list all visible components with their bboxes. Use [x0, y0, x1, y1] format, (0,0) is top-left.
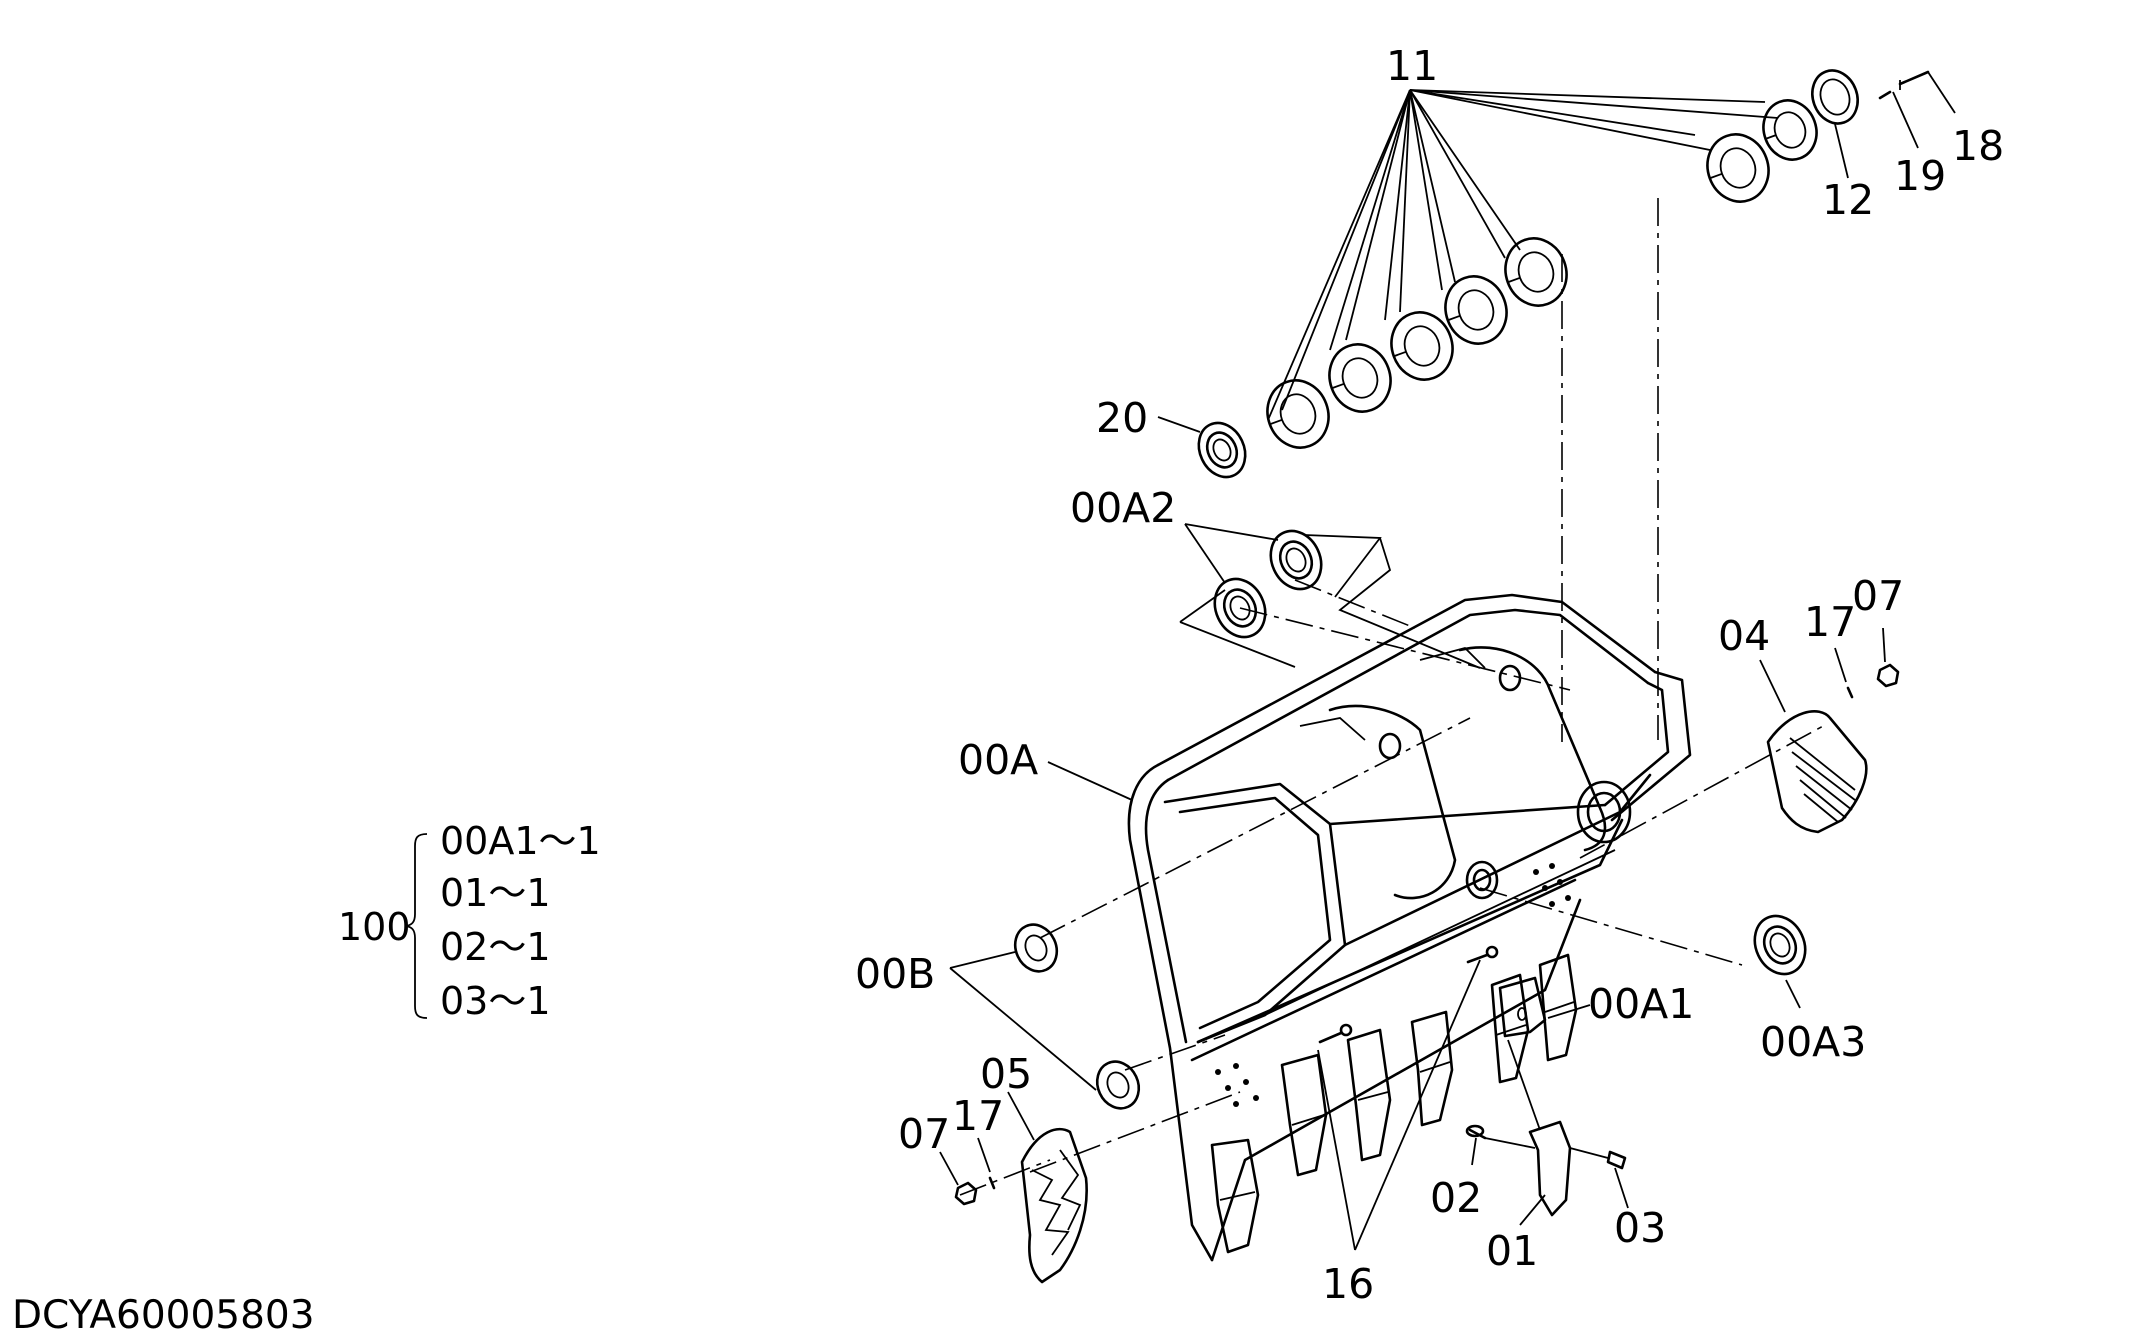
callout-00A3: 00A3: [1760, 1018, 1866, 1066]
callout-12: 12: [1822, 176, 1874, 224]
legend-item: 01～1: [440, 871, 551, 915]
bushing-00A2-left: [1213, 577, 1267, 639]
callout-00A: 00A: [958, 736, 1038, 784]
bushing-00A2-right: [1269, 529, 1323, 591]
bushing-00B-upper: [1013, 923, 1059, 973]
callout-16: 16: [1322, 1260, 1374, 1308]
shim: [1762, 99, 1818, 161]
bucket-body: [1127, 593, 1692, 1262]
lock-03: [1569, 1147, 1629, 1209]
side-cutter-04: [1759, 659, 1868, 834]
shim: [1444, 275, 1508, 345]
bucket-teeth: [1210, 953, 1578, 1254]
callout-03: 03: [1614, 1204, 1666, 1252]
legend-item: 02～1: [440, 925, 551, 969]
shim-set: [1266, 99, 1818, 449]
callout-02: 02: [1430, 1174, 1482, 1222]
leader-00A: [1047, 761, 1133, 801]
seal-20: [1197, 421, 1247, 479]
bushing-00A3: [1753, 914, 1807, 976]
callout-17-left: 17: [952, 1092, 1004, 1140]
bolt-17-left: [977, 1137, 996, 1190]
tooth-adapter-00A1: [1498, 976, 1591, 1038]
legend-item: 00A1～1: [440, 819, 601, 863]
tooth-pins-16: [1317, 945, 1499, 1251]
callout-05: 05: [980, 1050, 1032, 1098]
callout-00A1: 00A1: [1588, 980, 1694, 1028]
nut-07-right: [1876, 627, 1900, 688]
callout-00B: 00B: [855, 950, 935, 998]
callout-17-right: 17: [1804, 598, 1856, 646]
bolt-17-right: [1834, 647, 1854, 699]
callout-11: 11: [1386, 42, 1438, 90]
legend-item: 03～1: [440, 979, 551, 1023]
pin-02: [1465, 1124, 1536, 1166]
bolt-18: [1898, 70, 1956, 114]
leader-20: [1157, 416, 1201, 433]
shim: [1328, 343, 1392, 413]
shim-leader-fan: [1267, 89, 1779, 421]
side-cutter-05: [1007, 1091, 1088, 1284]
callout-19: 19: [1894, 152, 1946, 200]
bushing-00B-lower: [1095, 1060, 1141, 1110]
callout-18: 18: [1952, 122, 2004, 170]
assembly-legend-bracket: [405, 833, 428, 1019]
callout-00A2: 00A2: [1070, 484, 1176, 532]
callout-04: 04: [1718, 612, 1770, 660]
shim: [1266, 379, 1330, 449]
shim: [1390, 311, 1454, 381]
nut-07-left: [939, 1151, 978, 1206]
shim: [1504, 237, 1568, 307]
plate-12: [1811, 69, 1859, 179]
legend-parent-number: 100: [338, 905, 411, 949]
shim: [1706, 133, 1770, 203]
callout-01: 01: [1486, 1227, 1538, 1275]
callout-07-left: 07: [898, 1110, 950, 1158]
tooth-01: [1507, 1039, 1572, 1226]
document-id: DCYA60005803: [12, 1293, 315, 1337]
pin-19: [1878, 90, 1919, 149]
callout-20: 20: [1096, 394, 1148, 442]
callout-07-right: 07: [1852, 572, 1904, 620]
